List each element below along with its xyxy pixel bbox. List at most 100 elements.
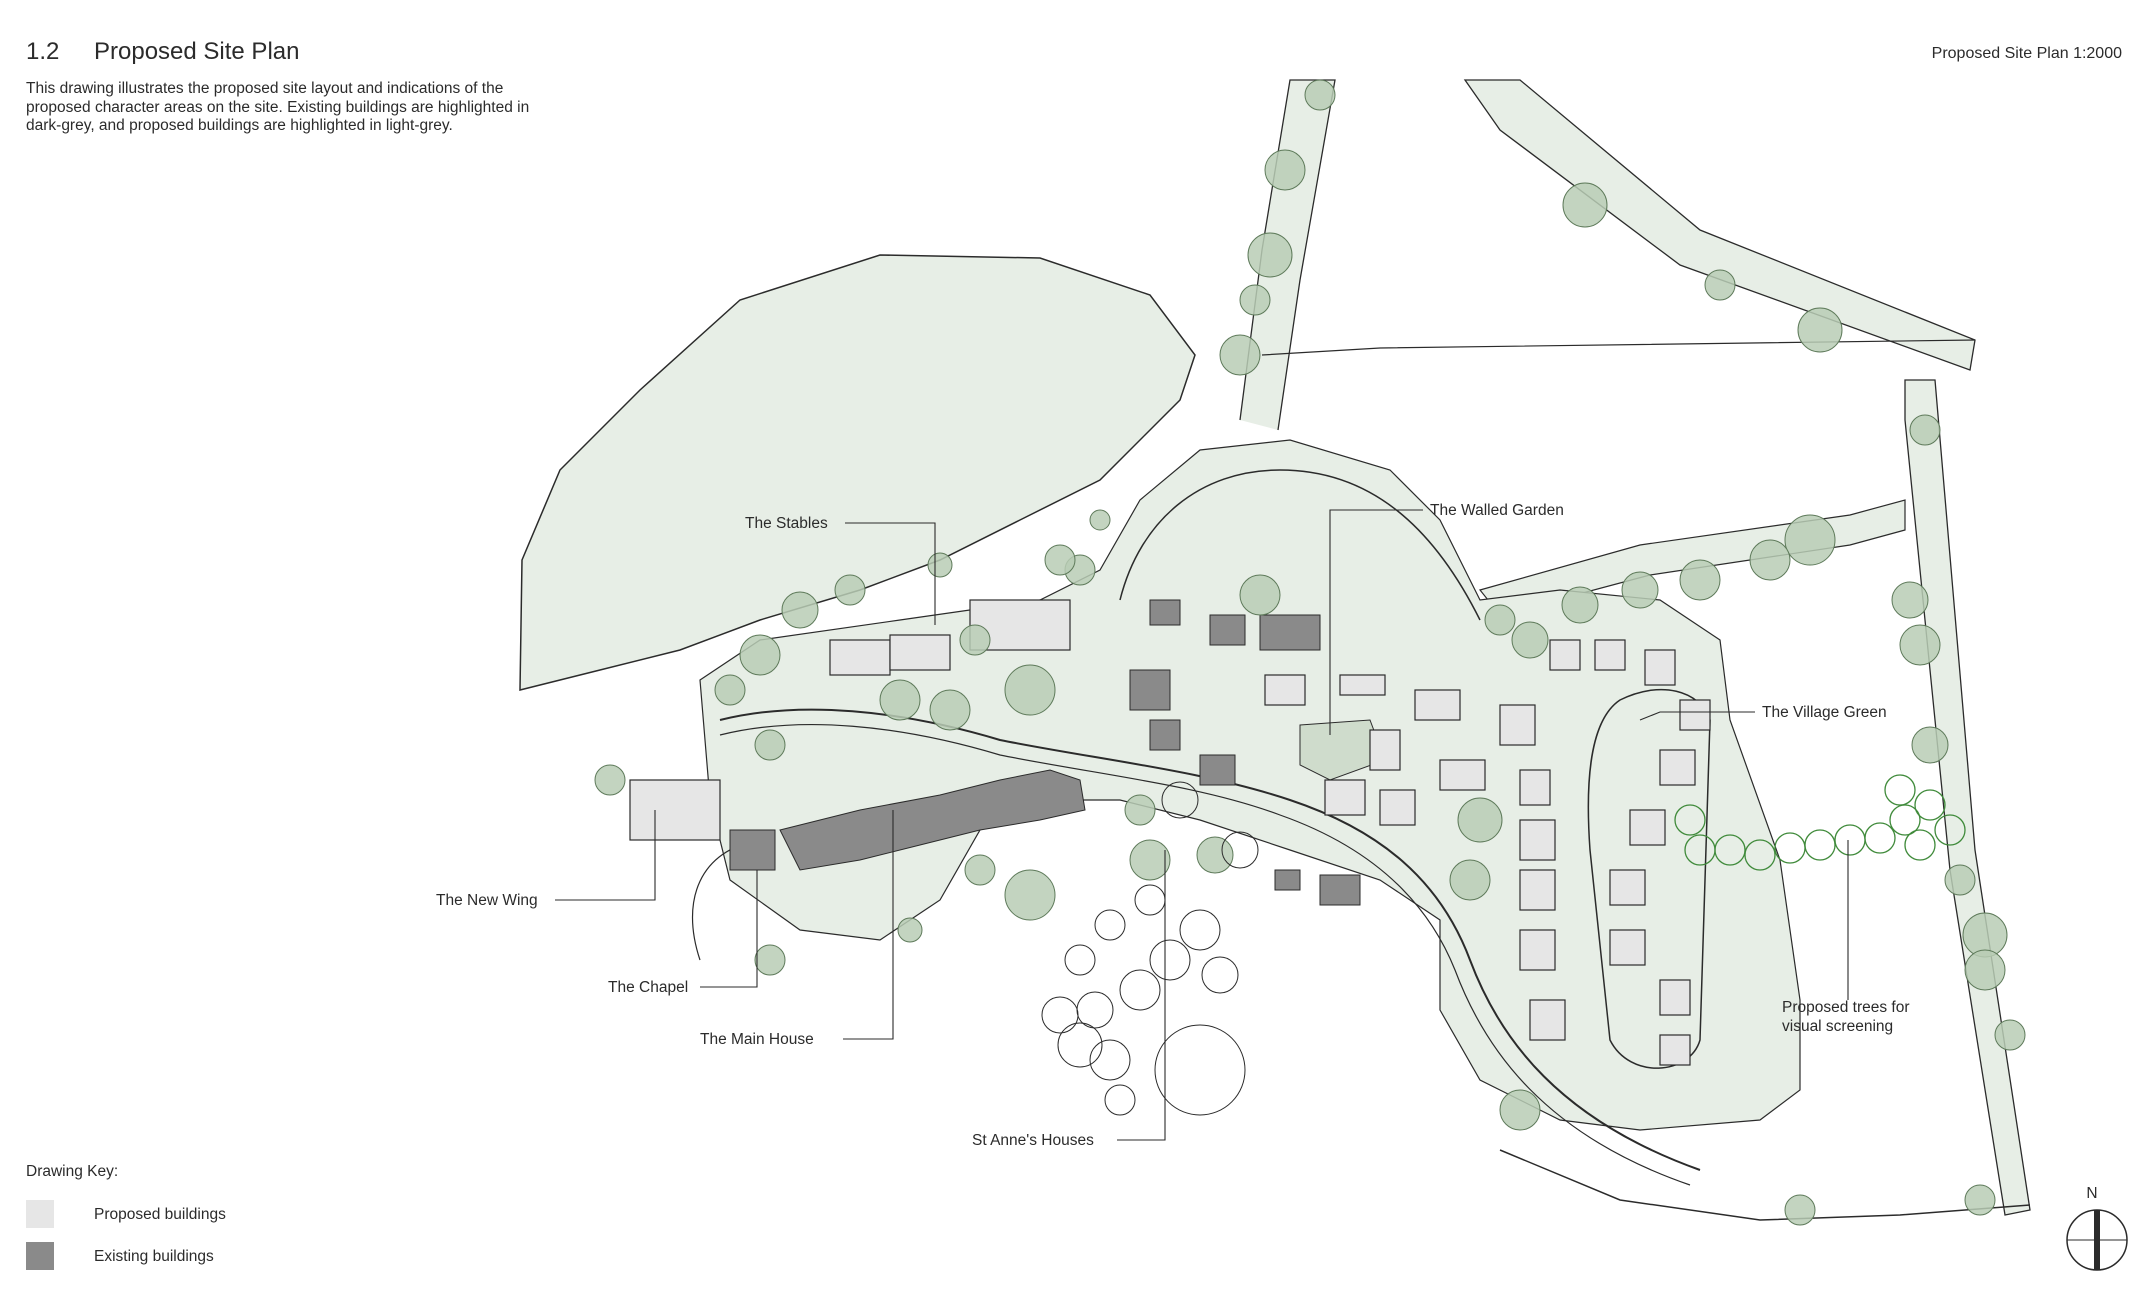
leader-village-green [1639,711,1755,721]
outline-trees [1041,781,1259,1116]
leader-stables [845,522,936,625]
tree [754,944,786,976]
tree [739,634,781,676]
walled-garden-block-2 [1339,674,1386,696]
walled-garden-pond [1299,719,1386,781]
tree [1196,836,1234,874]
screen-tree [1934,814,1966,846]
tree [1484,604,1516,636]
label-screening-line2: visual screening [1782,1018,1893,1035]
tree [1891,581,1929,619]
leader-new-wing [555,810,656,901]
village-house-8 [1549,639,1581,671]
tree [1457,797,1503,843]
village-house-18 [1529,999,1566,1041]
tree [959,624,991,656]
tree [1004,869,1056,921]
screen-tree [1744,839,1776,871]
tree [929,689,971,731]
village-house-6 [1519,869,1556,911]
label-stables: The Stables [745,515,828,532]
leader-lines [555,509,1849,1141]
existing-buildings-label: Existing buildings [94,1248,214,1265]
south-boundary [1499,1149,2031,1221]
field-boundary [1261,339,1976,356]
tree [1264,149,1306,191]
village-house-5 [1519,819,1556,861]
st-annes-existing-1 [1274,869,1301,891]
tree [1041,996,1079,1034]
courtyard-existing-3 [1199,754,1236,786]
stables-existing-1 [1149,599,1181,626]
tree [1057,1022,1103,1068]
tree [1134,884,1166,916]
village-house-1 [1414,689,1461,721]
label-main-house: The Main House [700,1031,814,1048]
tree [879,679,921,721]
tree [1704,269,1736,301]
stables-existing-2 [1209,614,1246,646]
stables-block-1 [829,639,891,676]
village-house-13 [1629,809,1666,846]
tree [1239,574,1281,616]
village-house-11 [1679,699,1711,731]
tree [781,591,819,629]
tree [1094,909,1126,941]
tree [1247,232,1293,278]
tree [1784,1194,1816,1226]
village-house-16 [1659,979,1691,1016]
new-wing-building [629,779,721,841]
page-title: Proposed Site Plan [94,38,300,65]
walled-garden-block-3 [1369,729,1401,771]
tree [1179,909,1221,951]
village-house-7 [1519,929,1556,971]
north-label: N [2086,1185,2097,1202]
tree [1909,414,1941,446]
walled-garden-block-1 [1264,674,1306,706]
tree [1089,1039,1131,1081]
screen-tree [1774,832,1806,864]
village-green-loop [1587,688,1711,1069]
village-house-12 [1659,749,1696,786]
tree [1004,664,1056,716]
tree [1119,969,1161,1011]
tree [1154,1024,1246,1116]
courtyard-existing-1 [1129,669,1171,711]
leader-st-annes [1117,850,1166,1141]
courtyard-existing-2 [1149,719,1181,751]
tree [1511,621,1549,659]
village-house-10 [1644,649,1676,686]
tree [754,729,786,761]
tree [1562,182,1608,228]
existing-buildings-swatch [26,1242,54,1270]
stables-existing-3 [1259,614,1321,651]
screen-tree [1864,822,1896,854]
tree [1064,944,1096,976]
main-house-building [779,769,1086,871]
label-screening-line1: Proposed trees for [1782,999,1910,1016]
loop-road [1119,469,1481,621]
tree [1899,624,1941,666]
screen-tree [1674,804,1706,836]
screen-tree [1904,829,1936,861]
proposed-buildings-label: Proposed buildings [94,1206,226,1223]
proposed-buildings [629,599,1711,1066]
tree [1784,514,1836,566]
tree [927,552,953,578]
tree [1561,586,1599,624]
north-field [519,254,1196,691]
tree [1499,1089,1541,1131]
tree [964,854,996,886]
tree [1304,79,1336,111]
main-road-edge [719,723,1691,1186]
label-village-green: The Village Green [1762,704,1887,721]
tree [1621,571,1659,609]
tree [1149,939,1191,981]
tree [1944,864,1976,896]
tree [1219,334,1261,376]
tree [1964,949,2006,991]
label-st-annes: St Anne's Houses [972,1132,1094,1149]
north-lane-east [1463,79,1976,371]
tree [1994,1019,2026,1051]
north-arrow: N [2066,1185,2128,1271]
